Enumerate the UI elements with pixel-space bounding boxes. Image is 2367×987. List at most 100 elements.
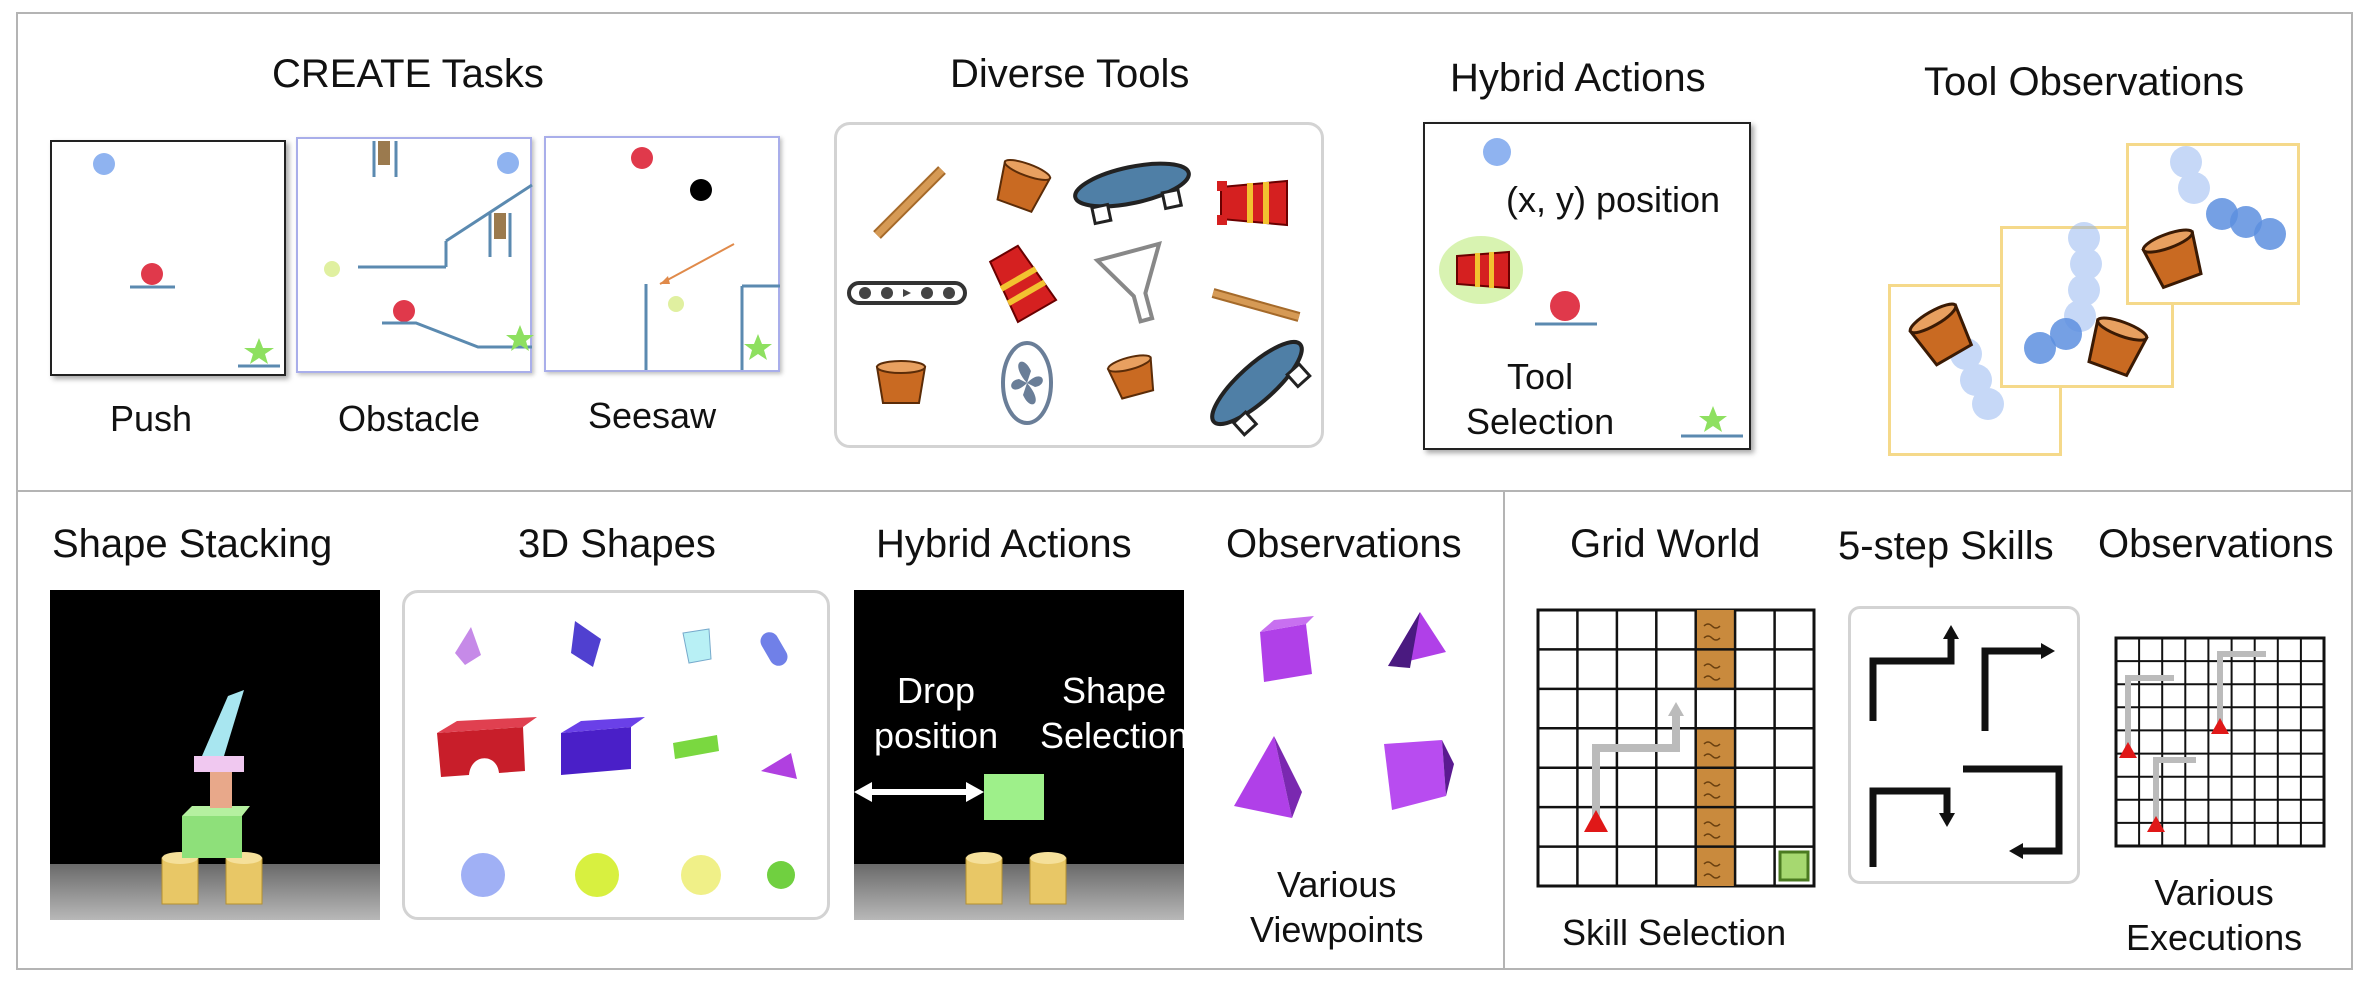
execution-path-1 (2125, 675, 2174, 750)
tools-grid (847, 159, 1312, 437)
diverse-tools-title: Diverse Tools (950, 52, 1190, 96)
ball-blue (93, 153, 115, 175)
position-label: (x, y) position (1506, 179, 1721, 220)
cylinder-right (225, 857, 263, 905)
trampoline-icon (1210, 339, 1312, 437)
5-step-skills-title: 5-step Skills (1838, 524, 2054, 568)
tool-observation-frame-3 (2126, 143, 2300, 305)
agent-triangle-icon (2147, 816, 2165, 832)
bucket-icon (996, 159, 1052, 214)
yellow-green-sphere (575, 853, 619, 897)
task-push-panel (50, 140, 286, 376)
3d-shapes-panel (402, 590, 830, 920)
hybrid-actions-panel-top (1423, 122, 1751, 450)
green-sphere (767, 861, 795, 889)
cannon-icon (1217, 179, 1288, 227)
green-slab (673, 735, 719, 759)
skill-arrow-4 (1963, 765, 2063, 855)
vertical-divider (1503, 490, 1505, 970)
green-cube (182, 816, 242, 858)
cyan-prism (202, 690, 244, 756)
tool-observations-title: Tool Observations (1924, 60, 2245, 104)
blue-sphere (461, 853, 505, 897)
ball-red (393, 300, 415, 322)
execution-path-3 (2153, 757, 2196, 824)
ball-red (631, 147, 653, 169)
agent-triangle-icon (2119, 742, 2137, 758)
wood-block (378, 141, 390, 165)
violet-prism (761, 753, 797, 779)
peach-block (210, 766, 232, 808)
goal-star-icon (744, 334, 772, 360)
shape-stacking-scene (50, 590, 380, 920)
task-seesaw-label: Seesaw (588, 395, 717, 436)
skill-arrow-1 (1869, 637, 1955, 721)
red-arch (437, 727, 525, 777)
goal-star-icon (1699, 406, 1727, 432)
tools-panel (834, 122, 1324, 448)
cylinder-left (161, 857, 199, 905)
ball-blue (1483, 138, 1511, 166)
goal-star-icon (244, 338, 274, 364)
funnel-icon (1093, 241, 1162, 324)
grid-world-scene (1536, 608, 1816, 888)
skill-arrow-3 (1869, 787, 1951, 867)
shape-selection-label: Shape Selection (1040, 670, 1189, 756)
grid-world-title: Grid World (1570, 522, 1761, 566)
shape-stacking-title: Shape Stacking (52, 522, 333, 566)
bucket-icon (1106, 354, 1155, 400)
yellow-sphere (681, 855, 721, 895)
create-tasks-title: CREATE Tasks (272, 52, 544, 96)
cyan-cube (682, 628, 712, 664)
pink-slab (194, 756, 244, 772)
task-push-label: Push (110, 398, 193, 439)
viewpoint-pyramid (1234, 736, 1292, 818)
goal-square-icon (1778, 850, 1810, 882)
task-obstacle-panel (296, 137, 534, 373)
conveyor-belt-icon (847, 281, 967, 305)
bucket-icon (875, 360, 927, 404)
hybrid-actions-scene (1439, 138, 1743, 438)
fan-icon (1001, 341, 1053, 425)
hybrid-actions-title-top: Hybrid Actions (1450, 56, 1706, 100)
skill-selection-label: Skill Selection (1562, 912, 1787, 953)
task-seesaw-panel (544, 136, 780, 372)
river (1695, 610, 1734, 886)
cannon-icon (988, 244, 1058, 324)
floor (50, 864, 380, 920)
executions-grid (2114, 636, 2326, 848)
viewpoints-shapes (1234, 612, 1454, 818)
obstacle-scene (324, 141, 534, 351)
ball-red (1550, 291, 1580, 321)
viewpoint-cube-2 (1384, 740, 1446, 810)
blue-capsule (760, 632, 788, 666)
observations-title-left: Observations (1226, 522, 1462, 566)
cannon-icon (1456, 250, 1510, 290)
3d-shapes-title: 3D Shapes (518, 522, 716, 566)
ball-blue (497, 152, 519, 174)
execution-path-2 (2217, 651, 2266, 726)
tool-selection-label: Tool Selection (1466, 356, 1615, 442)
agent-triangle-icon (2211, 718, 2229, 734)
hybrid-actions-title-bottom: Hybrid Actions (876, 522, 1132, 566)
skill-path (1592, 714, 1680, 818)
ball-black (690, 179, 712, 201)
agent-triangle-icon (1584, 810, 1608, 832)
trampoline-icon (1073, 161, 1191, 226)
blue-wedge (571, 621, 601, 667)
purple-box (561, 727, 631, 775)
various-viewpoints-label: Various Viewpoints (1250, 864, 1424, 950)
wood-block (494, 213, 506, 239)
drop-position-label: Drop position (874, 670, 999, 756)
task-obstacle-label: Obstacle (338, 398, 481, 439)
skills-panel (1848, 606, 2080, 884)
skill-arrow-2 (1981, 647, 2043, 731)
push-scene (93, 153, 280, 368)
ball-green (324, 261, 340, 277)
seesaw-plank (659, 243, 735, 285)
ball-green (668, 296, 684, 312)
observations-title-right: Observations (2098, 522, 2334, 566)
goal-star-icon (506, 325, 534, 351)
various-executions-label: Various Executions (2126, 872, 2303, 958)
green-cube (984, 774, 1044, 820)
